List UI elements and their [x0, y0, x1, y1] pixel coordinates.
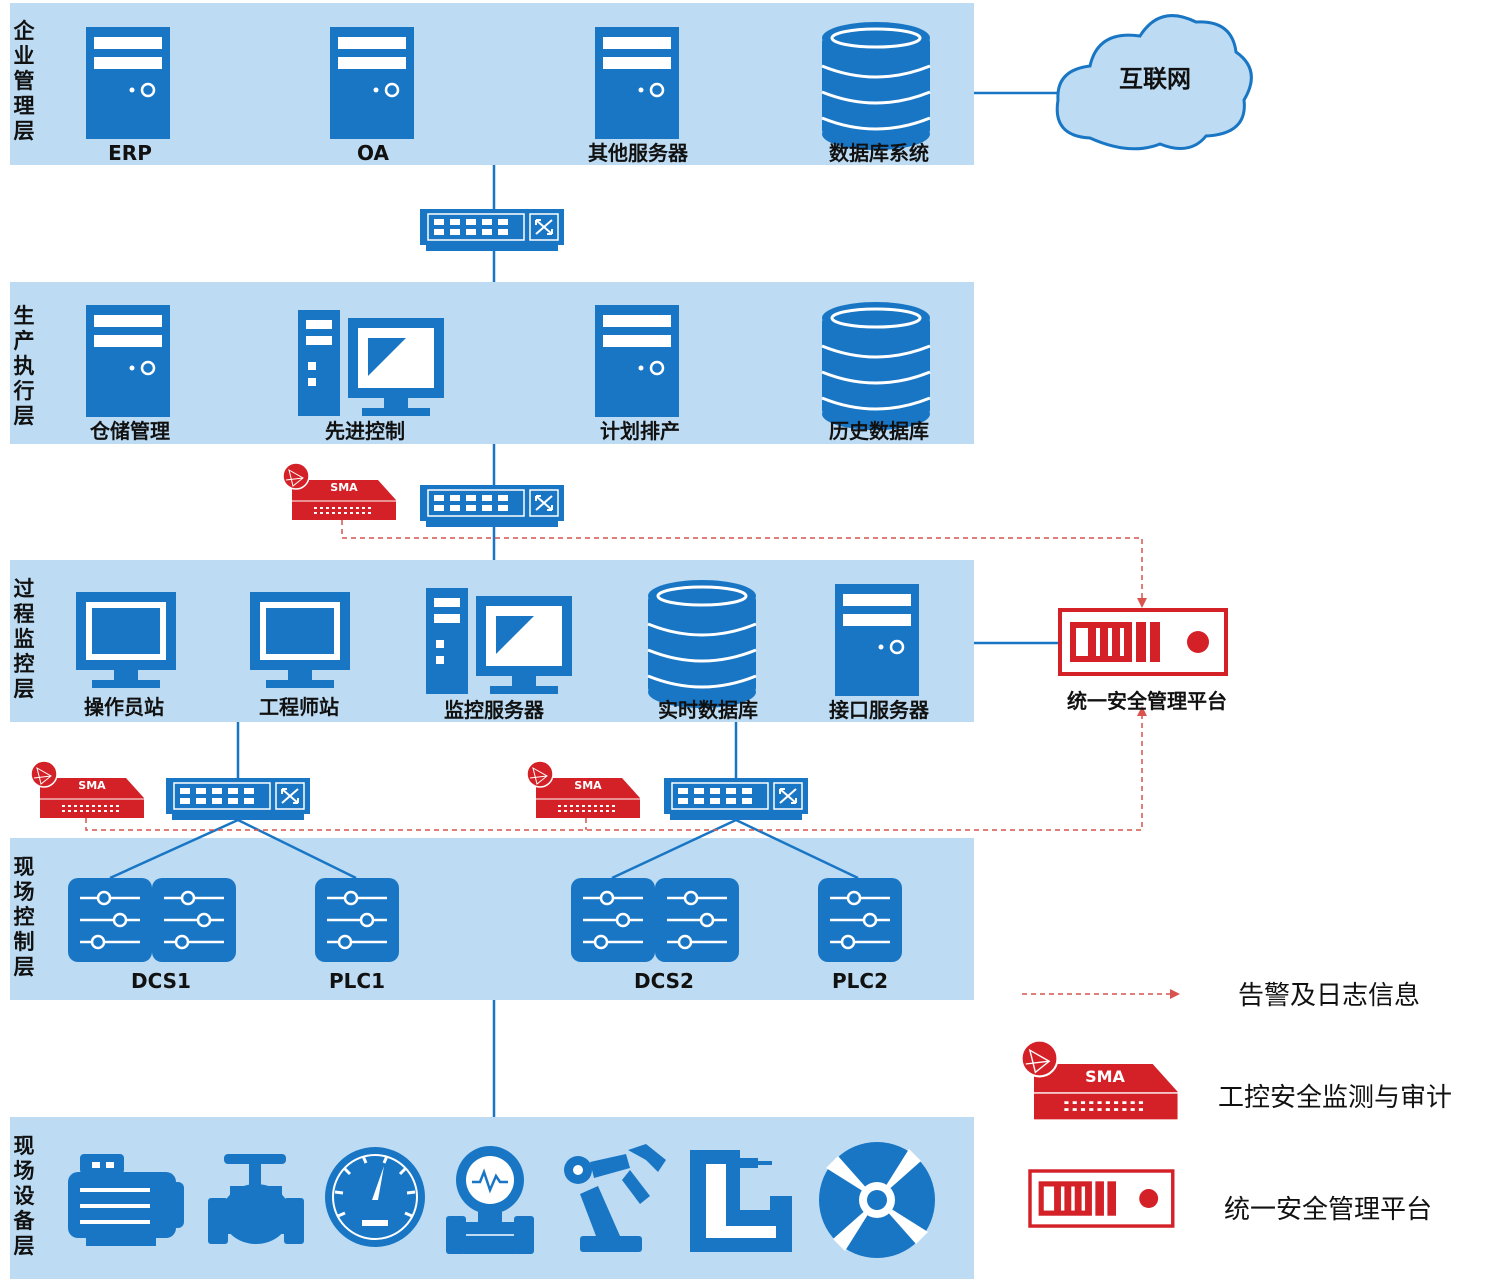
legend-alert-label: 告警及日志信息: [1238, 981, 1420, 1011]
device-label-engineer-station: 工程师站: [259, 695, 339, 719]
device-label-interface-server: 接口服务器: [829, 698, 930, 722]
layer-title-char: 场: [14, 1159, 35, 1183]
device-label-warehouse: 仓储管理: [89, 419, 170, 443]
device-label-plc1: PLC1: [329, 969, 385, 993]
pressure-transmitter-icon: [446, 1146, 534, 1254]
layer-title-char: 层: [14, 677, 35, 701]
clamp-tool-icon: [690, 1150, 792, 1252]
platform-device-icon: [1058, 608, 1228, 676]
device-label-monitor-server: 监控服务器: [444, 698, 545, 722]
sma-badge: SMA: [574, 779, 602, 792]
server-icon: [833, 582, 921, 698]
internet-label: 互联网: [1119, 65, 1191, 93]
layer-title-char: 层: [14, 955, 35, 979]
layer-title-char: 程: [14, 602, 35, 626]
layer-title-char: 设: [14, 1184, 35, 1208]
layer-title-char: 控: [14, 652, 35, 676]
robot-arm-icon: [564, 1144, 666, 1252]
layer-band-production: [10, 282, 974, 444]
server-icon: [84, 25, 172, 141]
device-label-plc2: PLC2: [832, 969, 888, 993]
controller-icon: [569, 876, 657, 964]
sma-badge: SMA: [330, 481, 358, 494]
device-label-database-system: 数据库系统: [829, 141, 929, 165]
controller-icon: [816, 876, 904, 964]
server-icon: [328, 25, 416, 141]
switch-icon: [663, 777, 809, 821]
device-label-erp: ERP: [108, 141, 152, 165]
layer-title-field-control: 现 场 控 制 层: [14, 855, 35, 979]
database-icon: [820, 300, 932, 432]
layer-title-char: 监: [14, 627, 35, 651]
legend-platform-label: 统一安全管理平台: [1224, 1195, 1432, 1225]
switch-icon: [419, 208, 565, 252]
layer-title-char: 层: [14, 404, 35, 428]
server-icon: [84, 303, 172, 419]
alert-arrowhead: [1137, 598, 1147, 608]
controller-icon: [150, 876, 238, 964]
controller-icon: [313, 876, 401, 964]
device-label-dcs2: DCS2: [634, 969, 694, 993]
layer-title-char: 业: [14, 44, 35, 68]
device-label-realtime-db: 实时数据库: [658, 698, 758, 722]
sma-badge: SMA: [78, 779, 106, 792]
database-icon: [646, 578, 758, 710]
layer-title-production: 生 产 执 行 层: [13, 304, 35, 428]
fan-icon: [819, 1142, 935, 1258]
device-label-scheduling: 计划排产: [600, 419, 680, 443]
layer-title-char: 备: [13, 1209, 36, 1233]
platform-label: 统一安全管理平台: [1067, 689, 1227, 713]
layer-title-char: 企: [13, 19, 36, 43]
alert-log-lines: [85, 520, 1143, 831]
gauge-icon: [325, 1147, 425, 1247]
layer-title-char: 制: [14, 930, 35, 954]
layer-title-field-device: 现 场 设 备 层: [13, 1134, 36, 1258]
layer-title-char: 控: [14, 905, 35, 929]
layer-title-char: 执: [14, 354, 35, 378]
server-icon: [593, 25, 681, 141]
layer-band-enterprise: [10, 3, 974, 165]
switch-icon: [165, 777, 311, 821]
legend-platform-icon: [1028, 1169, 1175, 1228]
device-label-operator-station: 操作员站: [84, 695, 164, 719]
layer-title-char: 理: [14, 94, 35, 118]
database-icon: [820, 20, 932, 152]
legend-sma-badge: SMA: [1085, 1067, 1125, 1086]
device-label-advanced-control: 先进控制: [325, 419, 405, 443]
alert-arrowhead: [1137, 706, 1147, 716]
layer-title-char: 产: [14, 329, 35, 353]
cloud-icon: 互联网: [1055, 14, 1253, 151]
device-label-other-servers: 其他服务器: [588, 141, 689, 165]
layer-title-enterprise: 企 业 管 理 层: [13, 19, 36, 143]
layer-title-char: 场: [14, 880, 35, 904]
layer-title-char: 过: [14, 577, 35, 601]
layer-title-char: 管: [14, 69, 35, 93]
layer-title-char: 行: [13, 379, 35, 403]
layer-title-char: 层: [14, 1234, 35, 1258]
valve-icon: [208, 1154, 304, 1244]
controller-icon: [653, 876, 741, 964]
legend-alert-arrowhead: [1170, 989, 1180, 999]
layer-title-char: 现: [14, 1134, 35, 1158]
device-label-oa: OA: [357, 141, 389, 165]
controller-icon: [66, 876, 154, 964]
layer-title-char: 层: [14, 119, 35, 143]
motor-icon: [68, 1154, 184, 1246]
layer-title-process: 过 程 监 控 层: [14, 577, 35, 701]
device-label-history-db: 历史数据库: [829, 419, 929, 443]
server-icon: [593, 303, 681, 419]
layer-title-char: 现: [14, 855, 35, 879]
layer-title-char: 生: [14, 304, 35, 328]
device-label-dcs1: DCS1: [131, 969, 191, 993]
switch-icon: [419, 484, 565, 528]
legend-sma-label: 工控安全监测与审计: [1218, 1083, 1452, 1113]
